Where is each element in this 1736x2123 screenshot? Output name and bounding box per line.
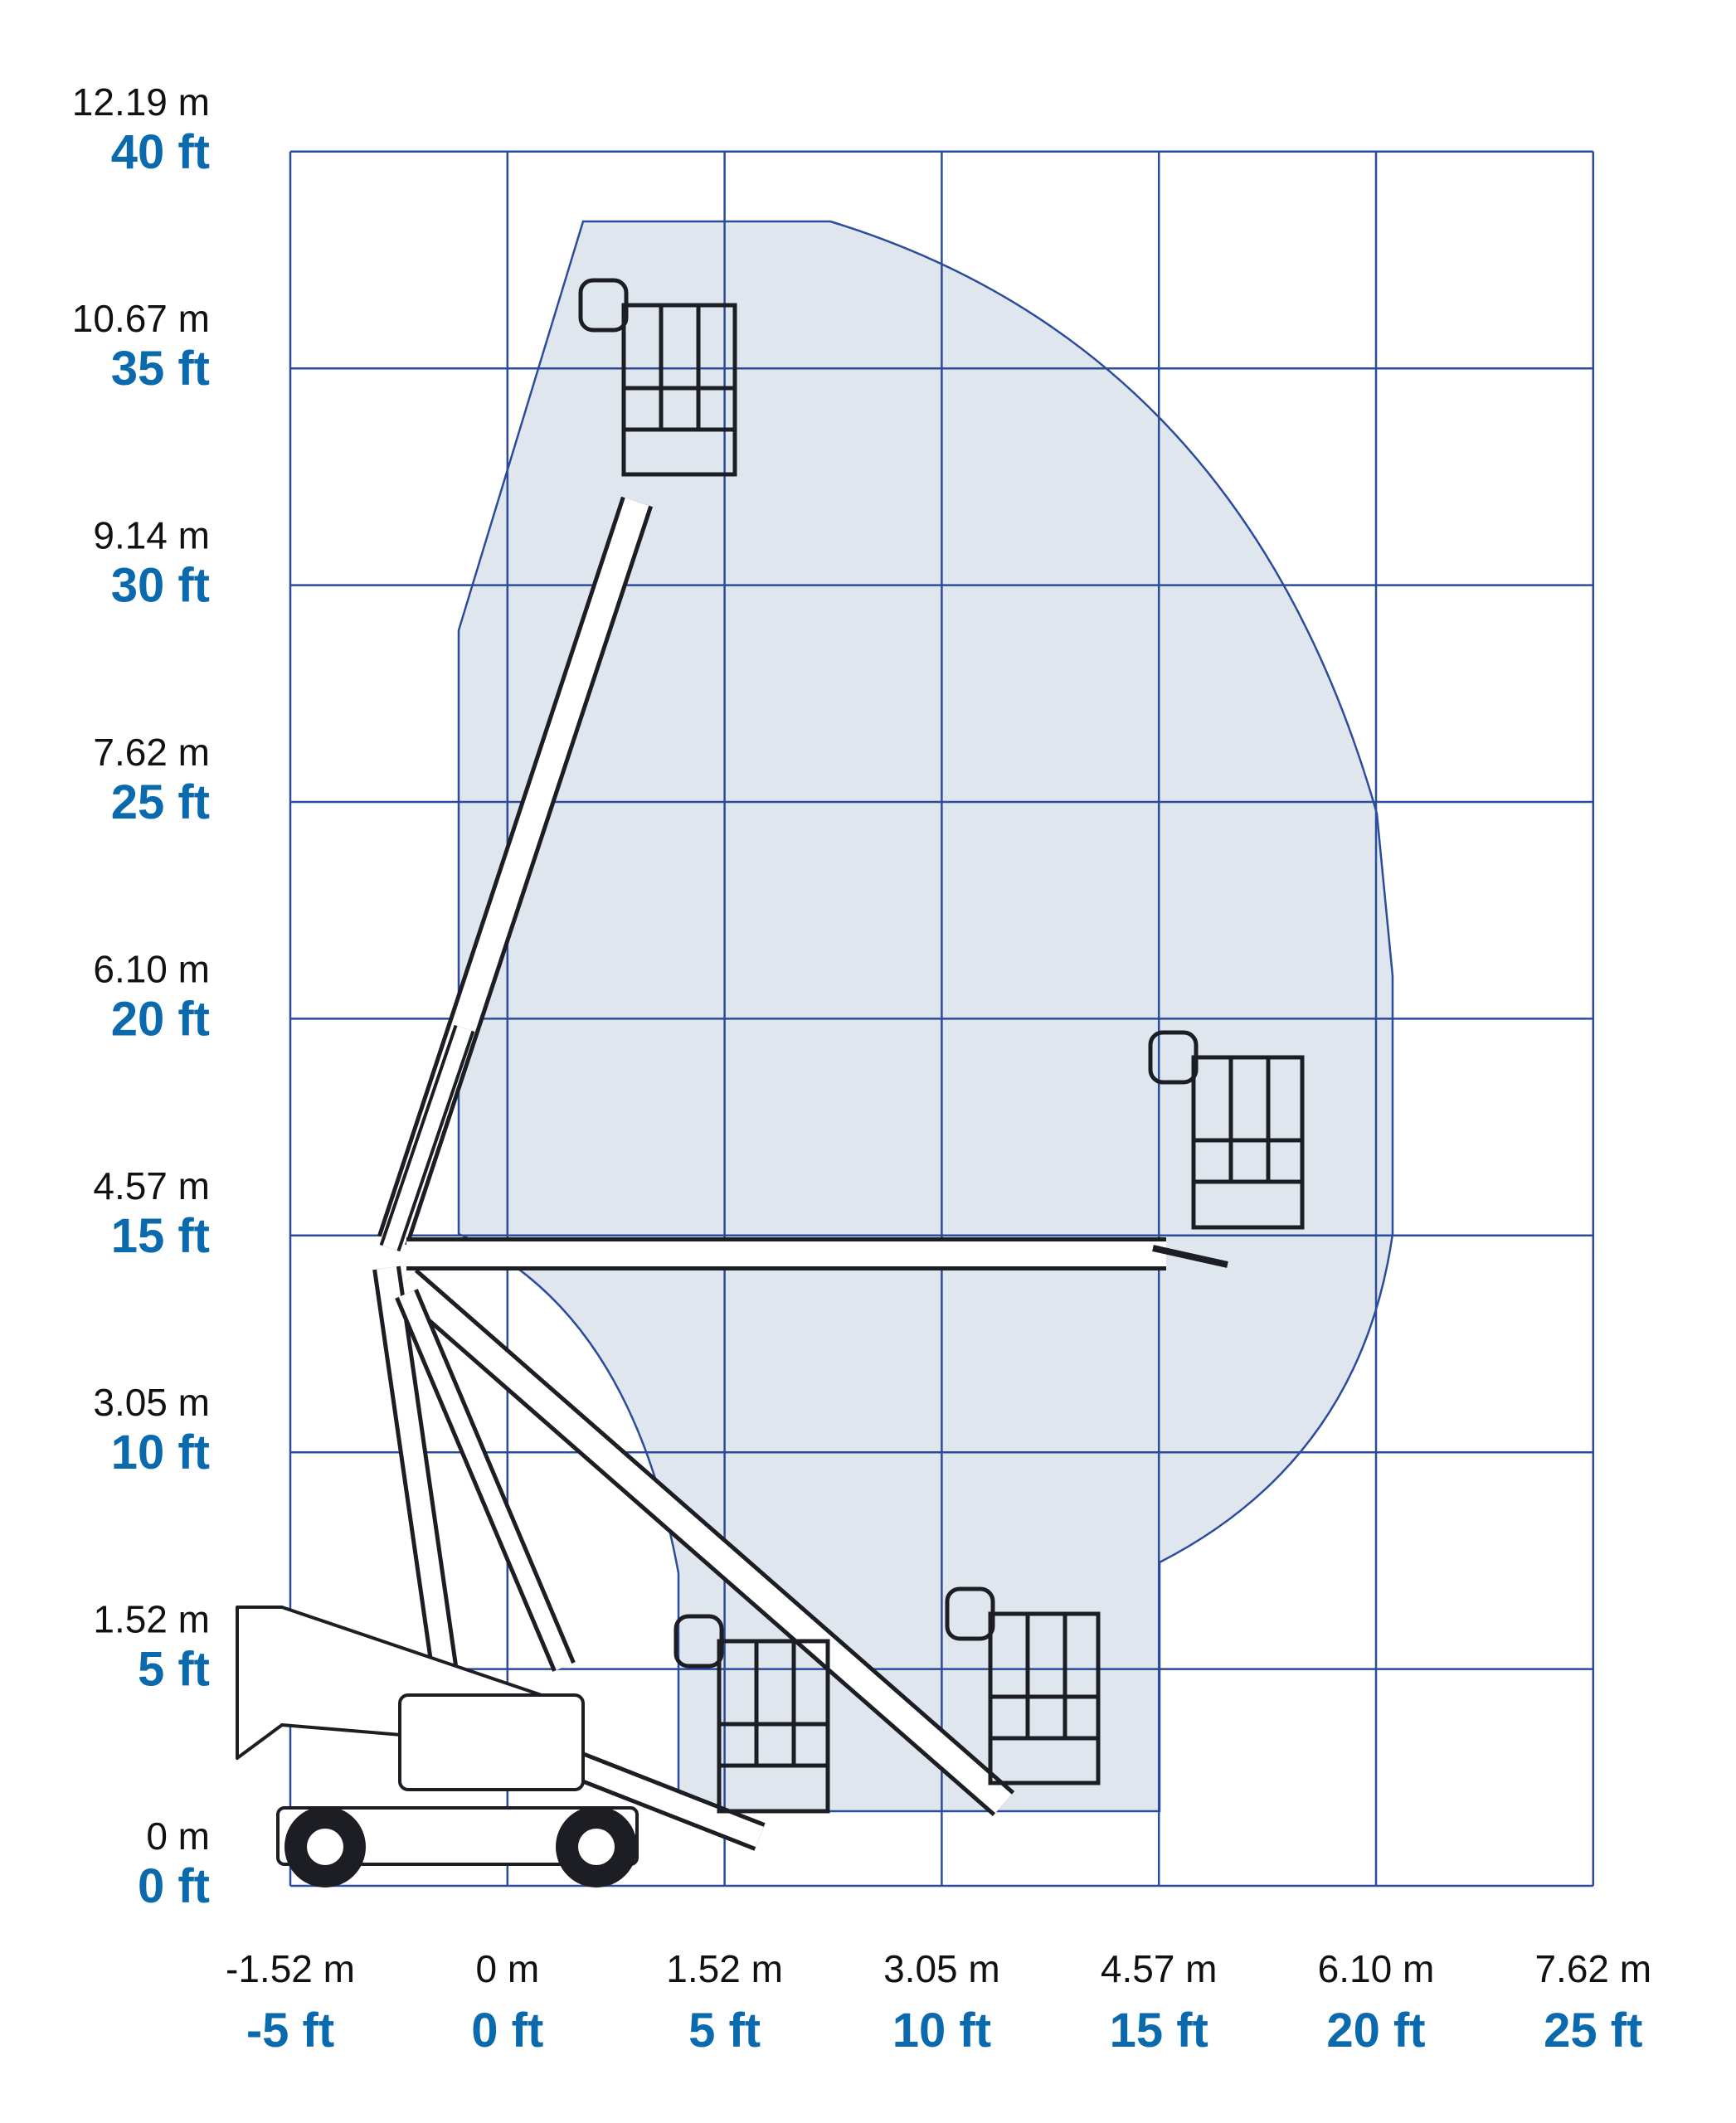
y-label-m: 9.14 m — [93, 514, 210, 557]
x-label-m: 0 m — [475, 1947, 539, 1990]
y-label-ft: 35 ft — [111, 342, 210, 396]
x-axis-labels: -1.52 m -5 ft 0 m 0 ft 1.52 m 5 ft 3.05 m 10 ft… — [226, 1947, 1651, 2057]
x-label-ft: 5 ft — [688, 2004, 761, 2057]
x-label-m: -1.52 m — [226, 1947, 355, 1990]
x-label-m: 6.10 m — [1318, 1947, 1435, 1990]
y-label-m: 12.19 m — [72, 80, 210, 124]
y-label-ft: 30 ft — [111, 559, 210, 613]
y-label-m: 6.10 m — [93, 947, 210, 990]
platform-basket-stowed — [673, 1614, 830, 1814]
boom-lift-machine — [236, 278, 1305, 1887]
x-label-ft: 10 ft — [892, 2004, 991, 2057]
y-label-ft: 25 ft — [111, 775, 210, 829]
y-label-m: 3.05 m — [93, 1381, 210, 1424]
y-label-ft: 15 ft — [111, 1209, 210, 1263]
x-label-ft: -5 ft — [246, 2004, 334, 2057]
y-label-ft: 0 ft — [138, 1859, 210, 1913]
working-envelope — [457, 220, 1394, 1813]
y-label-ft: 10 ft — [111, 1426, 210, 1479]
turret — [398, 1693, 585, 1791]
y-label-ft: 20 ft — [111, 992, 210, 1046]
chassis — [276, 1806, 639, 1866]
x-label-m: 1.52 m — [666, 1947, 783, 1990]
y-label-ft: 5 ft — [138, 1643, 210, 1697]
x-label-ft: 20 ft — [1326, 2004, 1425, 2057]
y-axis-labels: 0 m0 ft 1.52 m5 ft 3.05 m10 ft 4.57 m15 ft 6… — [72, 80, 210, 1913]
x-label-ft: 0 ft — [471, 2004, 543, 2057]
x-label-ft: 15 ft — [1110, 2004, 1208, 2057]
y-label-m: 4.57 m — [93, 1164, 210, 1207]
y-label-m: 7.62 m — [93, 731, 210, 774]
y-label-ft: 40 ft — [111, 125, 210, 179]
y-label-m: 1.52 m — [93, 1598, 210, 1641]
y-label-m: 10.67 m — [72, 297, 210, 340]
platform-basket-horizontal — [1148, 1030, 1305, 1230]
x-label-m: 7.62 m — [1534, 1947, 1651, 1990]
x-label-ft: 25 ft — [1544, 2004, 1642, 2057]
platform-basket-raised — [578, 278, 737, 477]
grid — [289, 150, 1595, 1887]
x-label-m: 4.57 m — [1101, 1947, 1218, 1990]
platform-basket-lowered — [945, 1586, 1101, 1785]
x-label-m: 3.05 m — [883, 1947, 1000, 1990]
y-label-m: 0 m — [146, 1815, 210, 1858]
